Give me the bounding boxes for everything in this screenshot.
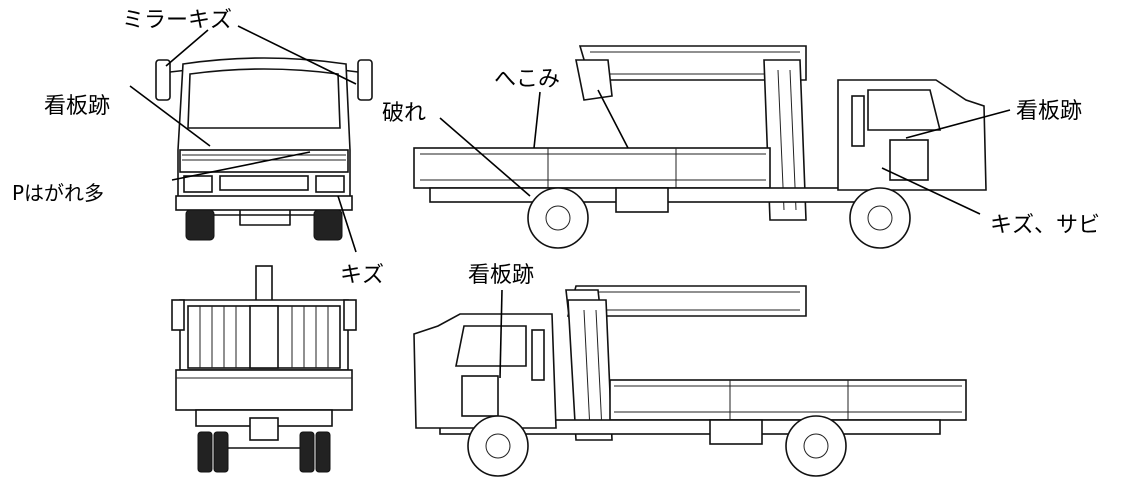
label-sign-mark-front: 看板跡 bbox=[44, 94, 110, 119]
right-fuel-tank bbox=[615, 187, 669, 213]
right-headlight bbox=[315, 175, 345, 193]
right-mirror bbox=[357, 59, 373, 101]
truck-left-side-view bbox=[413, 285, 967, 477]
front-windshield bbox=[187, 68, 341, 129]
left-rear-wheel bbox=[785, 415, 847, 477]
left-fuel-tank bbox=[709, 419, 763, 445]
label-dent: へこみ bbox=[494, 67, 560, 92]
rear-deck bbox=[175, 369, 353, 411]
rear-right-tire-2 bbox=[315, 431, 331, 473]
label-tear: 破れ bbox=[382, 101, 426, 126]
left-headlight bbox=[183, 175, 213, 193]
front-right-tire bbox=[313, 209, 343, 241]
label-mirror-scratch: ミラーキズ bbox=[122, 8, 232, 33]
right-cargo-bed bbox=[413, 147, 771, 189]
label-sign-mark-left: 看板跡 bbox=[468, 263, 534, 288]
leader-lines bbox=[129, 25, 1011, 379]
right-front-wheel bbox=[849, 187, 911, 249]
label-scratch-bumper: キズ bbox=[340, 263, 384, 288]
front-left-tire bbox=[185, 209, 215, 241]
left-front-wheel bbox=[467, 415, 529, 477]
rear-left-tire-2 bbox=[213, 431, 229, 473]
label-sign-mark-right: 看板跡 bbox=[1016, 99, 1082, 124]
left-cargo-bed bbox=[609, 379, 967, 421]
left-cab-window bbox=[455, 325, 527, 367]
left-mirror bbox=[155, 59, 171, 101]
label-scratch-rust: キズ、サビ bbox=[990, 213, 1100, 238]
front-bumper bbox=[175, 195, 353, 211]
left-crane-column bbox=[567, 299, 613, 441]
right-rear-wheel bbox=[527, 187, 589, 249]
label-paint-peeling: Pはがれ多 bbox=[12, 181, 104, 205]
truck-front-view bbox=[155, 57, 373, 241]
truck-right-side-view bbox=[413, 45, 987, 249]
rear-right-tire bbox=[299, 431, 315, 473]
rear-left-tire bbox=[197, 431, 213, 473]
right-cab-window bbox=[867, 89, 942, 131]
truck-rear-view bbox=[171, 265, 357, 473]
